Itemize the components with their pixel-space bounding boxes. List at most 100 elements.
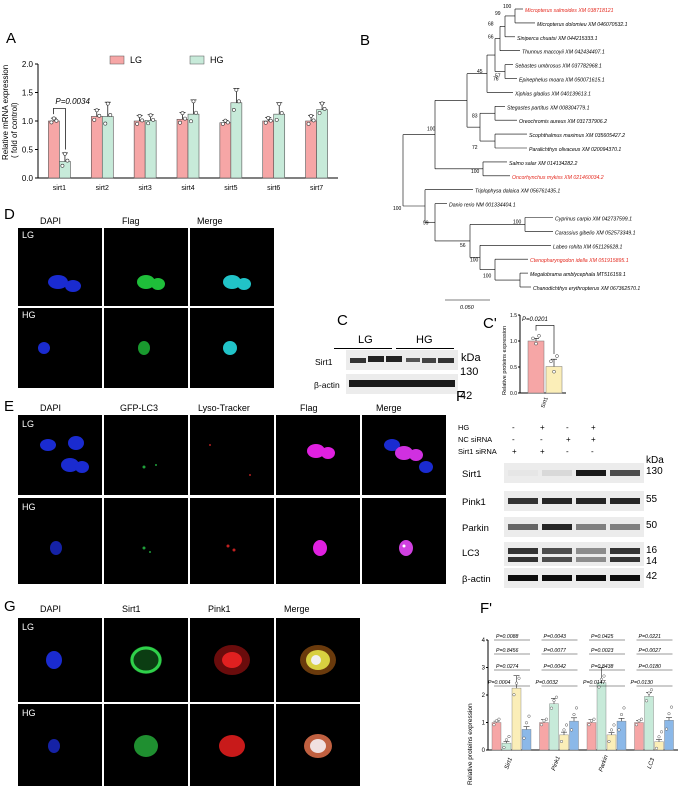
f-kda: kDa bbox=[646, 455, 664, 466]
e-hg-lyso bbox=[190, 498, 274, 584]
fp-pvalue: P=0.0027 bbox=[639, 648, 662, 654]
f-treat-sign: + bbox=[591, 435, 596, 444]
a-bar bbox=[59, 161, 71, 179]
a-point bbox=[140, 118, 145, 123]
cp-ytick-label: 0.0 bbox=[510, 391, 517, 397]
fp-point bbox=[669, 705, 673, 709]
fp-point bbox=[544, 717, 548, 721]
a-point bbox=[225, 120, 230, 125]
fp-point bbox=[589, 719, 593, 723]
a-ytick-label: 0.0 bbox=[22, 174, 34, 183]
e-lg-gfplc3 bbox=[104, 415, 188, 495]
fp-point bbox=[549, 706, 553, 710]
f-treat-sign: + bbox=[540, 423, 545, 432]
panel-label-cp: C' bbox=[483, 315, 497, 332]
e-header-gfplc3: GFP-LC3 bbox=[120, 403, 159, 413]
d-header-flag: Flag bbox=[122, 216, 140, 226]
a-point bbox=[183, 116, 187, 121]
fp-ytick-label: 4 bbox=[482, 638, 486, 644]
f-kda-value: 130 bbox=[646, 466, 663, 477]
tree-leaf-label: Paralichthys olivaceus XM 020094370.1 bbox=[529, 147, 621, 153]
fp-point bbox=[502, 746, 506, 750]
f-band bbox=[610, 470, 640, 476]
g-lg-pink1 bbox=[190, 618, 274, 702]
fp-point bbox=[617, 728, 621, 732]
fp-point bbox=[659, 730, 663, 734]
g-hg-pink1 bbox=[190, 704, 274, 786]
a-point bbox=[54, 118, 59, 123]
f-band bbox=[508, 548, 538, 554]
a-point bbox=[306, 121, 311, 126]
d-row-lg: LG bbox=[22, 230, 35, 240]
tree-bootstrap: 99 bbox=[423, 220, 429, 226]
fp-bar bbox=[491, 722, 502, 751]
tree-bootstrap: 56 bbox=[460, 243, 466, 249]
f-kda-value: 55 bbox=[646, 494, 658, 505]
fp-pvalue: P=0.8456 bbox=[496, 648, 518, 654]
tree-bootstrap: 76 bbox=[493, 77, 499, 83]
a-xtick-label: sirt7 bbox=[310, 185, 323, 190]
e-hg-merge bbox=[362, 498, 446, 584]
e-row-hg: HG bbox=[22, 502, 36, 512]
a-point bbox=[52, 116, 56, 121]
e-header-merge: Merge bbox=[376, 403, 402, 413]
fp-point bbox=[607, 739, 611, 743]
g-lg-dapi: LG bbox=[18, 618, 102, 702]
fp-bar bbox=[511, 687, 522, 751]
tree-leaf-label: Cyprinus carpio XM 042737599.1 bbox=[555, 217, 632, 223]
f-row-label: Parkin bbox=[462, 523, 489, 534]
f-treat-sign: - bbox=[512, 435, 515, 444]
fp-point bbox=[667, 712, 671, 716]
f-band bbox=[610, 498, 640, 504]
tree-leaf-label: Labeo rohita XM 051126628.1 bbox=[553, 244, 623, 250]
f-kda-value: 16 bbox=[646, 545, 658, 556]
c-kda: kDa bbox=[461, 352, 481, 364]
tree-bootstrap: 99 bbox=[495, 11, 501, 17]
tree-leaf-label: Xiphias gladius XM 040139613.1 bbox=[514, 91, 591, 97]
fp-pvalue: P=0.0077 bbox=[544, 648, 567, 654]
a-point bbox=[266, 116, 271, 120]
tree-bootstrap: 68 bbox=[488, 21, 494, 27]
c-row-actin: β-actin bbox=[314, 380, 340, 390]
fp-point bbox=[602, 674, 606, 678]
f-treat-sign: - bbox=[540, 435, 543, 444]
g-lg-sirt1 bbox=[104, 618, 188, 702]
a-legend-lg-swatch bbox=[109, 55, 125, 65]
fp-pvalue: P=0.0274 bbox=[496, 664, 518, 670]
a-bar bbox=[176, 118, 189, 179]
fp-point bbox=[619, 713, 623, 717]
fp-bar bbox=[521, 729, 532, 751]
fp-bar bbox=[616, 720, 627, 751]
fp-point bbox=[599, 677, 603, 681]
e-lg-merge bbox=[362, 415, 446, 495]
a-point bbox=[178, 120, 182, 125]
f-band bbox=[610, 524, 640, 530]
fp-xtick-label: Sirt1 bbox=[504, 757, 514, 771]
g-hg-merge bbox=[276, 704, 360, 786]
fp-ytick-label: 3 bbox=[482, 666, 486, 672]
fp-bar bbox=[596, 682, 607, 751]
fp-point bbox=[644, 699, 648, 703]
a-point bbox=[146, 121, 151, 126]
fp-point bbox=[572, 713, 576, 717]
a-point bbox=[65, 158, 70, 163]
a-point bbox=[311, 118, 316, 123]
f-blot-bg bbox=[504, 491, 644, 511]
panel-label-e: E bbox=[4, 398, 15, 415]
f-band bbox=[508, 470, 538, 476]
tree-branches: Micropterus salmoides XM 038718121Microp… bbox=[393, 4, 640, 310]
tree-leaf-label: Micropterus salmoides XM 038718121 bbox=[525, 8, 614, 14]
a-point bbox=[180, 111, 185, 116]
fp-bar bbox=[549, 703, 559, 751]
f-row-label: β-actin bbox=[462, 574, 491, 585]
chart-a: Relative mRNA expression ( fold of contr… bbox=[1, 55, 338, 190]
tree-leaf-label: Danio rerio NM 001334404.1 bbox=[449, 203, 516, 209]
a-xtick-label: sirt4 bbox=[181, 185, 194, 190]
d-hg-flag bbox=[104, 308, 188, 388]
cp-point bbox=[531, 336, 535, 341]
tree-bootstrap: 100 bbox=[470, 257, 479, 263]
c-kda-42: 42 bbox=[460, 390, 473, 402]
a-point bbox=[189, 119, 193, 124]
g-row-hg: HG bbox=[22, 708, 36, 718]
